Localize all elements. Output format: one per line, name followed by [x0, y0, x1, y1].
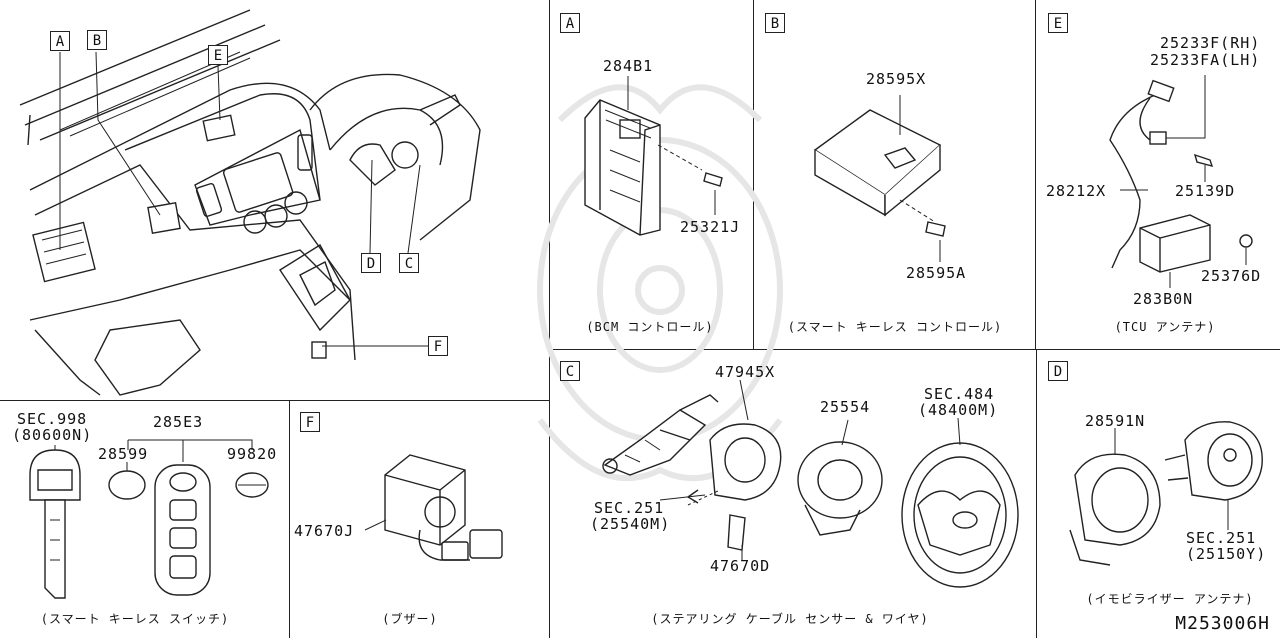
part-99820: 99820	[227, 445, 278, 463]
part-47670j: 47670J	[294, 522, 355, 540]
panel-a-tag: A	[560, 13, 580, 33]
bcm-drawing	[584, 76, 723, 236]
keyless-control-drawing	[813, 95, 946, 262]
part-sec998: SEC.998	[17, 410, 88, 428]
part-sec251-c: SEC.251	[594, 499, 665, 517]
part-25554: 25554	[820, 398, 871, 416]
panel-c-tag: C	[560, 361, 580, 381]
panel-b-tag: B	[765, 13, 785, 33]
part-sec251-d: SEC.251	[1186, 529, 1257, 547]
dashboard-overview-drawing	[19, 9, 481, 396]
part-sec484: SEC.484	[924, 385, 995, 403]
part-28599: 28599	[98, 445, 149, 463]
panel-e-caption: (TCU アンテナ)	[1114, 320, 1216, 334]
part-25139d: 25139D	[1175, 182, 1236, 200]
panel-d-frame	[1036, 349, 1280, 638]
panel-f-caption: (ブザー)	[382, 612, 438, 626]
part-25540m: (25540M)	[590, 515, 671, 533]
part-47945x: 47945X	[715, 363, 776, 381]
overview-tag-f[interactable]: F	[428, 336, 448, 356]
part-25233fa-lh: 25233FA(LH)	[1150, 51, 1261, 69]
part-28212x: 28212X	[1046, 182, 1107, 200]
part-283b0n: 283B0N	[1133, 290, 1194, 308]
tcu-antenna-drawing	[1109, 75, 1253, 288]
part-28595a: 28595A	[906, 264, 967, 282]
part-285e3: 285E3	[153, 413, 204, 431]
panel-c-frame	[549, 349, 1037, 638]
panel-d-caption: (イモビライザー アンテナ)	[1086, 592, 1254, 606]
steering-drawing	[602, 379, 1019, 588]
panel-a-caption: (BCM コントロール)	[586, 320, 714, 334]
key-panel-caption: (スマート キーレス スイッチ)	[40, 612, 230, 626]
part-25233f-rh: 25233F(RH)	[1160, 34, 1261, 52]
part-25150y: (25150Y)	[1186, 545, 1267, 563]
overview-tag-a[interactable]: A	[50, 31, 70, 51]
panel-b-caption: (スマート キーレス コントロール)	[787, 320, 1003, 334]
part-48400m: (48400M)	[918, 401, 999, 419]
immobilizer-drawing	[1069, 421, 1263, 566]
panel-c-caption: (ステアリング ケーブル センサー & ワイヤ)	[651, 612, 929, 626]
overview-tag-e[interactable]: E	[208, 45, 228, 65]
part-80600n: (80600N)	[12, 426, 93, 444]
smart-key-drawing	[29, 439, 269, 599]
part-25321j: 25321J	[680, 218, 741, 236]
drawing-number: M253006H	[1175, 613, 1270, 634]
part-25376d: 25376D	[1201, 267, 1262, 285]
part-284b1: 284B1	[603, 57, 654, 75]
panel-f-tag: F	[300, 412, 320, 432]
panel-e-tag: E	[1048, 13, 1068, 33]
part-28591n: 28591N	[1085, 412, 1146, 430]
part-47670d: 47670D	[710, 557, 771, 575]
part-28595x: 28595X	[866, 70, 927, 88]
overview-tag-c[interactable]: C	[399, 253, 419, 273]
overview-tag-b[interactable]: B	[87, 30, 107, 50]
buzzer-drawing	[364, 454, 503, 561]
panel-d-tag: D	[1048, 361, 1068, 381]
overview-tag-d[interactable]: D	[361, 253, 381, 273]
